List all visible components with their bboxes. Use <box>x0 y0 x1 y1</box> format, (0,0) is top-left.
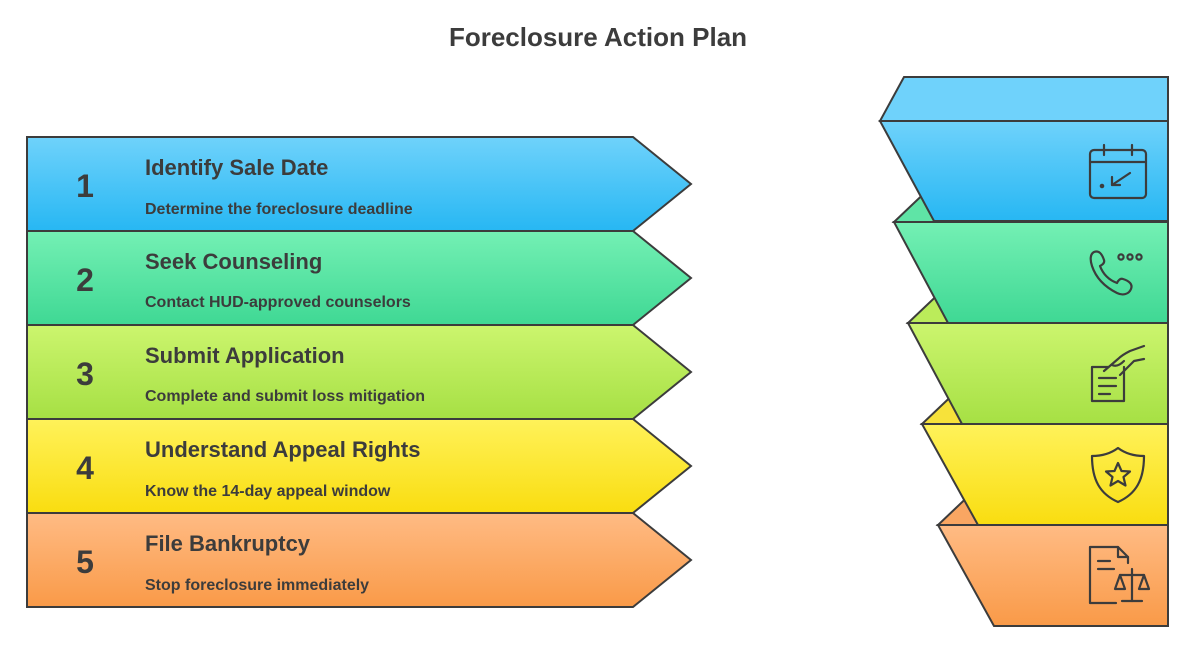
shield-star-icon <box>1090 446 1146 504</box>
step-number: 3 <box>76 356 94 392</box>
step-arrow-4: 4 Understand Appeal Rights Know the 14-d… <box>26 418 693 514</box>
step-title: Identify Sale Date <box>145 155 328 180</box>
step-description: Determine the foreclosure deadline <box>145 201 413 218</box>
diagram-title: Foreclosure Action Plan <box>448 22 748 52</box>
step-number: 5 <box>76 544 94 580</box>
step-description: Complete and submit loss mitigation <box>145 388 425 405</box>
step-arrow-3: 3 Submit Application Complete and submit… <box>26 324 693 420</box>
step-title: Submit Application <box>145 343 345 368</box>
phone-call-icon <box>1089 250 1143 296</box>
step-arrow-2: 2 Seek Counseling Contact HUD-approved c… <box>26 230 693 326</box>
step-arrow-1: 1 Identify Sale Date Determine the forec… <box>26 136 693 232</box>
step-arrow-5: 5 File Bankruptcy Stop foreclosure immed… <box>26 512 693 608</box>
step-number: 1 <box>76 168 94 204</box>
calendar-arrow-icon <box>1088 143 1148 200</box>
hand-document-icon <box>1090 344 1146 403</box>
step-title: Understand Appeal Rights <box>145 437 420 462</box>
step-title: File Bankruptcy <box>145 531 311 556</box>
step-description: Stop foreclosure immediately <box>145 577 369 594</box>
legal-document-scales-icon <box>1088 545 1151 605</box>
step-description: Contact HUD-approved counselors <box>145 294 411 311</box>
step-description: Know the 14-day appeal window <box>145 483 391 500</box>
step-title: Seek Counseling <box>145 249 322 274</box>
step-number: 2 <box>76 262 94 298</box>
step-number: 4 <box>76 450 94 486</box>
stack-segment-1 <box>878 76 1169 222</box>
